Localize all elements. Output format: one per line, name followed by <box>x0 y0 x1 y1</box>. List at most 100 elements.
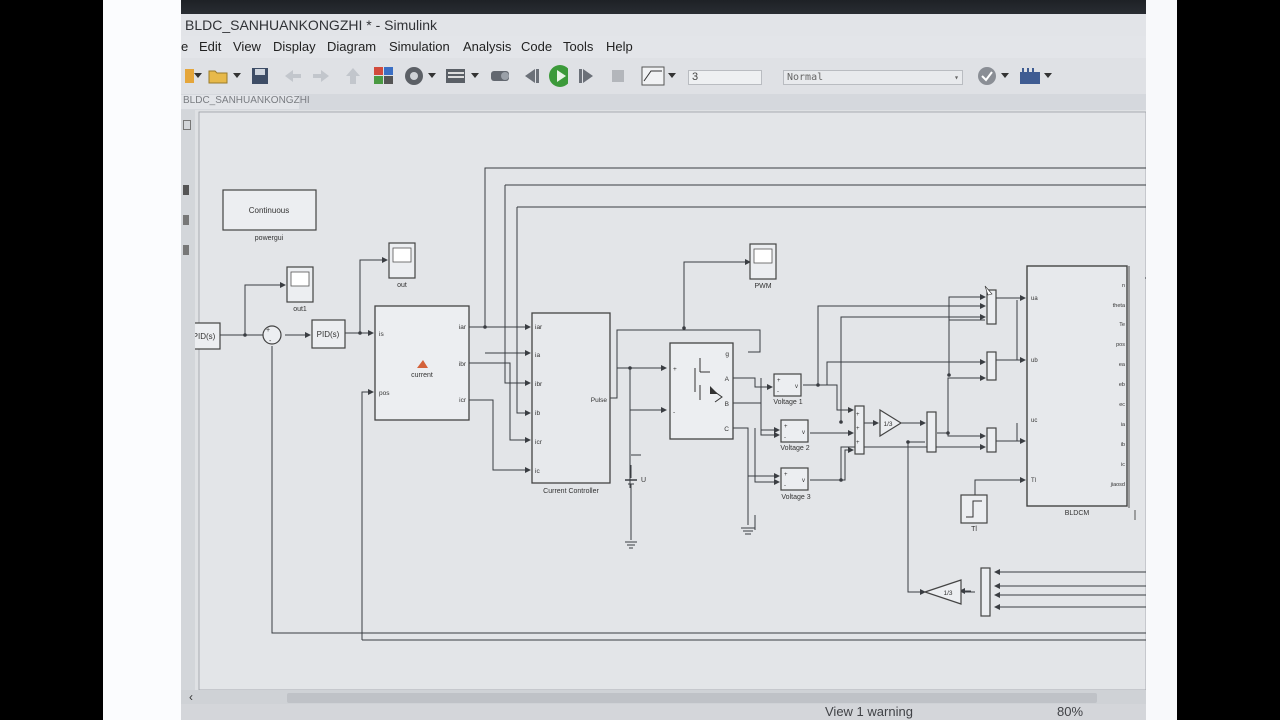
svg-text:pos: pos <box>379 390 390 397</box>
chevron-down-icon[interactable] <box>1001 66 1009 86</box>
current-controller-block[interactable]: iar ia ibr ib icr ic Pulse Current Contr… <box>531 312 611 495</box>
powergui-block[interactable]: Continuous powergui <box>222 189 317 242</box>
svg-text:jiaosd: jiaosd <box>1110 482 1125 488</box>
menu-view[interactable]: View <box>233 39 261 54</box>
menu-diagram[interactable]: Diagram <box>327 39 377 54</box>
svg-text:ic: ic <box>535 468 540 475</box>
step-back-icon[interactable] <box>521 66 541 86</box>
svg-text:is: is <box>379 331 384 338</box>
svg-text:-: - <box>673 409 675 416</box>
fast-restart-icon[interactable] <box>489 66 509 86</box>
sum-block-mid[interactable] <box>926 411 937 453</box>
voltage-measurement-2[interactable]: + - v Voltage 2 <box>780 419 810 452</box>
annotation-icon[interactable] <box>183 215 189 225</box>
svg-text:g: g <box>725 351 729 358</box>
gear-icon[interactable] <box>403 66 423 86</box>
sum-block-ub[interactable] <box>986 351 997 381</box>
menu-edit[interactable]: Edit <box>199 39 222 54</box>
stop-icon[interactable] <box>608 66 628 86</box>
sum-block-three-input[interactable]: + + + <box>854 405 865 455</box>
model-explorer-icon[interactable] <box>445 66 465 86</box>
scope-pwm-label: PWM <box>754 283 771 290</box>
voltage-measurement-3[interactable]: + - v Voltage 3 <box>780 467 811 501</box>
open-folder-icon[interactable] <box>208 66 228 86</box>
new-model-icon[interactable] <box>181 66 201 86</box>
signal-scope-icon[interactable] <box>641 66 665 86</box>
zoom-icon[interactable] <box>183 120 191 130</box>
chevron-down-icon[interactable] <box>471 66 479 86</box>
fit-view-icon[interactable] <box>183 185 189 195</box>
model-advisor-icon[interactable] <box>977 66 997 86</box>
back-arrow-icon[interactable] <box>283 66 303 86</box>
sum-block-ua[interactable] <box>984 285 997 325</box>
menu-help[interactable]: Help <box>606 39 633 54</box>
voltage-measurement-1[interactable]: + - v Voltage 1 <box>773 373 803 406</box>
warning-status[interactable]: View 1 warning <box>825 704 913 719</box>
inverter-bridge[interactable]: g A B C + - <box>669 342 734 440</box>
dc-voltage-source[interactable]: U <box>625 465 646 549</box>
menu-analysis[interactable]: Analysis <box>463 39 512 54</box>
forward-arrow-icon[interactable] <box>311 66 331 86</box>
step-block-tl[interactable]: Tl <box>960 494 988 533</box>
scope-out[interactable]: out <box>388 242 416 289</box>
menu-simulation[interactable]: Simulation <box>389 39 450 54</box>
image-icon[interactable] <box>183 245 189 255</box>
svg-text:C: C <box>724 426 729 433</box>
svg-text:B: B <box>725 401 729 408</box>
bldcm-label: BLDCM <box>1065 510 1090 517</box>
bldcm-block[interactable]: ua ub uc Tl n theta Te pos ea eb ec ia i… <box>1026 265 1128 517</box>
chevron-down-icon[interactable] <box>668 66 676 86</box>
chevron-down-icon[interactable] <box>428 66 436 86</box>
svg-text:ua: ua <box>1031 296 1038 302</box>
run-icon[interactable] <box>548 65 568 87</box>
svg-text:icr: icr <box>459 397 467 404</box>
menu-display[interactable]: Display <box>273 39 316 54</box>
pid-controller-mid[interactable]: PID(s) <box>311 319 346 349</box>
stop-time-input[interactable]: 3 <box>688 70 762 85</box>
svg-text:-: - <box>777 389 779 395</box>
save-icon[interactable] <box>250 66 270 86</box>
current-subsystem-label: current <box>411 372 433 379</box>
svg-text:+: + <box>856 412 860 418</box>
chevron-down-icon[interactable] <box>1044 66 1052 86</box>
svg-text:1/3: 1/3 <box>883 421 892 428</box>
chevron-left-icon[interactable]: ‹ <box>189 690 193 704</box>
svg-text:Tl: Tl <box>1031 478 1036 484</box>
library-browser-icon[interactable] <box>373 66 393 86</box>
svg-text:ea: ea <box>1119 362 1126 368</box>
chevron-down-icon: ▾ <box>954 73 959 82</box>
chevron-down-icon[interactable] <box>194 66 202 86</box>
sum-block[interactable]: + - <box>262 325 282 345</box>
build-icon[interactable] <box>1019 66 1041 86</box>
simulation-mode-select[interactable]: Normal ▾ <box>783 70 963 85</box>
horizontal-scrollbar[interactable]: ‹ <box>181 690 1146 706</box>
gain-block-bottom[interactable]: 1/3 <box>923 579 962 605</box>
menu-code[interactable]: Code <box>521 39 553 54</box>
scope-out1-label: out1 <box>293 306 307 313</box>
menu-file[interactable]: e <box>181 39 189 54</box>
up-arrow-icon[interactable] <box>343 66 363 86</box>
svg-text:+: + <box>673 366 677 373</box>
current-subsystem[interactable]: is pos iar ibr icr current <box>374 305 470 421</box>
step-block-label: Tl <box>971 526 977 533</box>
scope-pwm[interactable]: PWM <box>749 243 777 290</box>
scrollbar-thumb[interactable] <box>287 693 1097 703</box>
svg-text:Te: Te <box>1119 322 1125 328</box>
model-canvas[interactable]: Continuous powergui PID(s) + - PID(s) ou… <box>185 110 1146 691</box>
step-forward-icon[interactable] <box>577 66 597 86</box>
sum-block-uc[interactable] <box>986 427 997 453</box>
scope-out1[interactable]: out1 <box>286 266 314 313</box>
svg-text:ibr: ibr <box>459 361 467 368</box>
svg-text:+: + <box>784 472 788 478</box>
sum-block-bottom[interactable] <box>980 567 991 617</box>
dc-source-label: U <box>641 477 646 484</box>
svg-text:ic: ic <box>1121 462 1125 468</box>
breadcrumb-model-tab[interactable]: BLDC_SANHUANKONGZHI <box>181 95 310 109</box>
chevron-down-icon[interactable] <box>233 66 241 86</box>
svg-text:v: v <box>795 384 798 390</box>
gain-block-top[interactable]: 1/3 <box>879 408 903 438</box>
white-margin-left <box>103 0 181 720</box>
menu-tools[interactable]: Tools <box>563 39 594 54</box>
ground-symbol <box>741 515 755 535</box>
pid-controller-left[interactable]: PID(s) <box>188 322 221 350</box>
